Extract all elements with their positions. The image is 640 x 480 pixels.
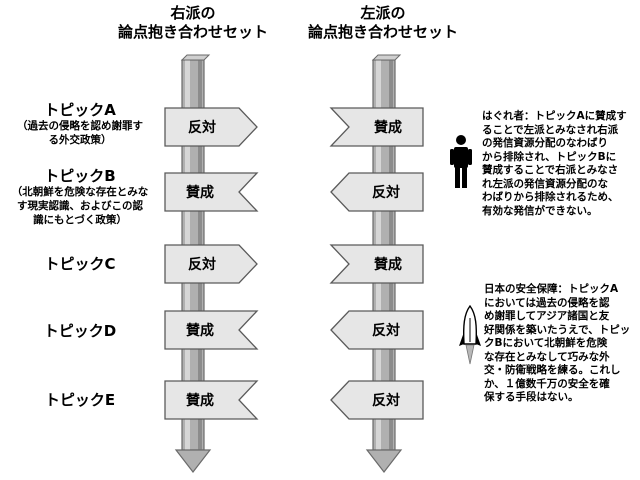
vote-label: 反対 <box>188 119 216 136</box>
security-note-line: な存在とみなして巧みな外 <box>484 350 610 363</box>
right-wing-title-line2: 論点抱き合わせセット <box>117 23 268 41</box>
outcast-note-line: わばりから排除されるため、 <box>482 191 619 203</box>
security-note-line: 好関係を築いたうえで、トピッ <box>484 323 631 336</box>
vote-label: 賛成 <box>374 256 402 273</box>
vote-sign <box>164 172 259 212</box>
topic-d-name: トピックD <box>43 322 117 340</box>
topic-b: トピックB （北朝鮮を危険な存在とみな す現実認識、およびこの認 識にもとづく政… <box>0 167 160 227</box>
topic-b-name: トピックB <box>44 167 116 185</box>
topic-b-desc-line3: 識にもとづく政策） <box>33 214 127 226</box>
vote-sign <box>330 380 424 420</box>
vote-label: 反対 <box>372 322 400 339</box>
security-note-line: 保する手段はない。 <box>484 391 579 403</box>
vote-label: 賛成 <box>374 119 402 136</box>
vote-label: 反対 <box>372 184 400 201</box>
vote-label: 賛成 <box>186 322 214 339</box>
vote-label: 反対 <box>372 392 400 409</box>
vote-sign <box>164 244 258 284</box>
topic-e-name: トピックE <box>44 391 116 409</box>
security-note-line: か、１億数千万の安全を確 <box>484 377 610 390</box>
topic-c-name: トピックC <box>44 255 116 273</box>
right-wing-column-title: 右派の 論点抱き合わせセット <box>98 4 288 42</box>
vote-sign <box>329 244 424 284</box>
vote-sign <box>329 107 424 147</box>
person-icon <box>450 135 472 188</box>
vote-sign <box>164 380 259 420</box>
vote-sign <box>164 107 258 147</box>
security-note-line: においては過去の侵略を認 <box>484 296 610 309</box>
outcast-note-line: 有効な発信ができない。 <box>482 204 598 217</box>
topic-e: トピックE <box>0 391 160 409</box>
vote-sign <box>164 310 259 350</box>
left-wing-title-line1: 左派の <box>360 4 406 22</box>
topic-b-desc-line2: す現実認識、およびこの認 <box>17 200 143 212</box>
topic-c: トピックC <box>0 255 160 273</box>
security-note-line: め謝罪してアジア諸国と友 <box>484 310 610 322</box>
security-note-line: 交・防衛戦略を練る。これし <box>484 364 621 376</box>
left-wing-title-line2: 論点抱き合わせセット <box>307 23 458 41</box>
outcast-note-line: ることで左派とみなされ右派 <box>482 123 619 136</box>
vote-sign <box>330 310 424 350</box>
topic-a-desc-line2: る外交政策） <box>48 134 112 146</box>
vote-sign <box>330 172 424 212</box>
outcast-note: はぐれ者：トピックAに賛成す ることで左派とみなされ右派 の発信資源分配のなわば… <box>482 110 638 218</box>
outcast-note-line: から排除され、トピックBに <box>482 150 617 163</box>
security-note: 日本の安全保障：トピックA においては過去の侵略を認 め謝罪してアジア諸国と友 … <box>484 283 638 405</box>
security-note-line: クBにおいて北朝鮮を危険 <box>484 337 608 349</box>
outcast-note-line: はぐれ者：トピックAに賛成す <box>482 110 627 122</box>
vote-label: 賛成 <box>186 184 214 201</box>
outcast-note-line: 賛成することで右派とみなさ <box>482 164 619 176</box>
outcast-note-line: の発信資源分配のなわばり <box>482 137 608 149</box>
topic-b-desc-line1: （北朝鮮を危険な存在とみな <box>11 186 149 198</box>
topic-a-name: トピックA <box>44 101 116 119</box>
security-note-line: 日本の安全保障：トピックA <box>484 283 619 295</box>
left-wing-column-title: 左派の 論点抱き合わせセット <box>288 4 478 42</box>
topic-a-desc-line1: （過去の侵略を認め謝罪す <box>17 120 143 132</box>
topic-a: トピックA （過去の侵略を認め謝罪す る外交政策） <box>0 101 160 147</box>
vote-label: 反対 <box>188 256 216 273</box>
vote-label: 賛成 <box>186 392 214 409</box>
right-wing-title-line1: 右派の <box>170 4 216 22</box>
topic-d: トピックD <box>0 322 160 340</box>
rocket-icon <box>459 304 481 365</box>
outcast-note-line: れ左派の発信資源分配のな <box>482 177 608 190</box>
